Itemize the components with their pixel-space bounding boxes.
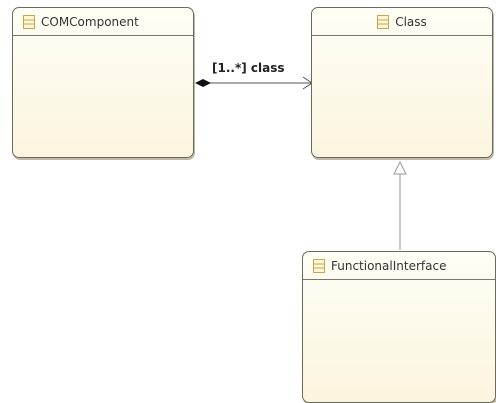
composition-diamond-icon bbox=[195, 79, 211, 87]
class-icon bbox=[23, 14, 35, 29]
class-header: FunctionalInterface bbox=[303, 252, 495, 280]
class-icon bbox=[377, 14, 390, 29]
association-label: [1..*] class bbox=[212, 61, 285, 75]
class-box-comcomponent[interactable]: COMComponent bbox=[12, 7, 194, 158]
class-box-class[interactable]: Class bbox=[311, 7, 493, 158]
class-name: FunctionalInterface bbox=[331, 258, 447, 273]
class-icon bbox=[313, 258, 325, 273]
class-box-functionalinterface[interactable]: FunctionalInterface bbox=[302, 251, 496, 403]
class-header: COMComponent bbox=[13, 8, 193, 36]
class-name: Class bbox=[395, 14, 427, 29]
generalization-triangle-icon bbox=[393, 160, 407, 175]
class-header: Class bbox=[312, 8, 492, 36]
class-name: COMComponent bbox=[41, 14, 139, 29]
